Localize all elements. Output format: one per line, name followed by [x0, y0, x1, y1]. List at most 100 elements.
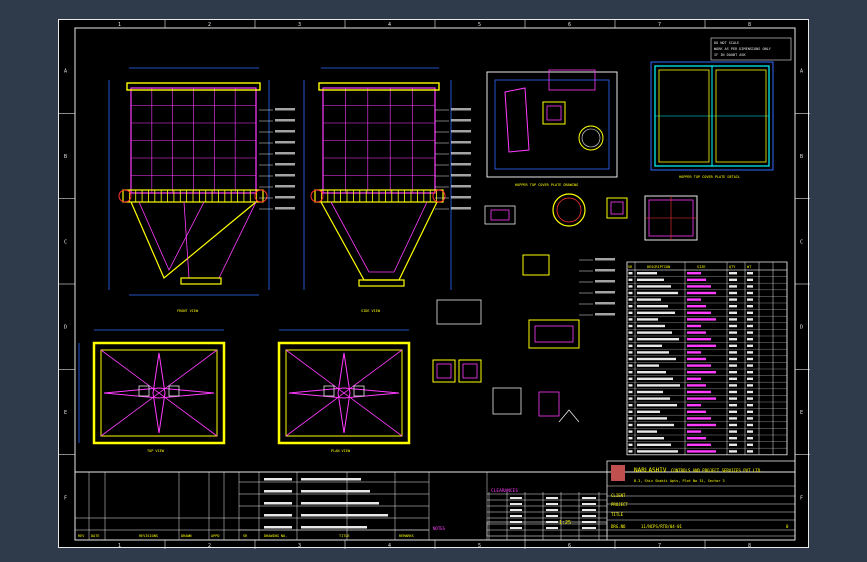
bom-cell-wt — [747, 364, 753, 367]
bom-cell-sr — [628, 443, 633, 446]
bom-cell-size — [687, 423, 716, 427]
bom-cell-qty — [729, 384, 737, 387]
zone-number-top: 3 — [298, 22, 301, 28]
front-view — [108, 67, 295, 296]
top-view-1 — [78, 329, 226, 445]
bom-cell-wt — [747, 357, 753, 361]
clearance-name — [510, 509, 522, 511]
bom-cell-qty — [729, 423, 737, 427]
cover-view-title: HOPPER TOP COVER PLATE DRAWING — [515, 183, 578, 187]
zone-number-bottom: 5 — [478, 543, 481, 549]
bom-cell-wt — [747, 397, 753, 400]
bom-cell-qty — [729, 291, 737, 295]
revisions-header: REV — [78, 534, 85, 538]
clearance-name — [510, 515, 522, 517]
reference-drawing-no — [264, 514, 292, 517]
bom-cell-size — [687, 364, 711, 367]
revisions-header: DATE — [91, 534, 99, 538]
clearance-sign — [546, 503, 558, 505]
bom-cell-size — [687, 404, 701, 407]
bom-cell-size — [687, 371, 716, 374]
bom-cell-wt — [747, 324, 753, 328]
reference-title — [301, 526, 367, 529]
zone-letter-right: A — [800, 69, 803, 75]
reference-drawing-no — [264, 502, 292, 505]
bom-cell-wt — [747, 430, 753, 433]
bom-cell-wt — [747, 384, 753, 387]
zone-number-top: 5 — [478, 22, 481, 28]
bom-cell-wt — [747, 272, 753, 275]
bom-cell-sr — [628, 404, 633, 407]
bom-header: WT — [747, 265, 752, 269]
company-address: B-3, Shiv Shakti Apts, Plot No 31, Secto… — [634, 479, 725, 483]
bom-cell-desc — [637, 344, 662, 347]
bom-cell-qty — [729, 417, 737, 420]
bom-cell-desc — [637, 278, 664, 281]
bom-cell-desc — [637, 430, 657, 433]
front-view-title: FRONT VIEW — [177, 309, 199, 313]
bom-cell-size — [687, 384, 706, 387]
bom-cell-qty — [729, 351, 737, 354]
bom-cell-sr — [628, 384, 633, 387]
reference-title — [301, 514, 388, 517]
bom-cell-desc — [637, 331, 672, 334]
bom-cell-wt — [747, 351, 753, 354]
bom-cell-qty — [729, 331, 737, 334]
do-not-scale-2: WORK AS PER DIMENSIONS ONLY — [714, 47, 772, 51]
company-name: NARLASHIV — [634, 467, 667, 474]
revisions-header: APPD — [211, 534, 219, 538]
notes-label: NOTES — [433, 526, 446, 531]
clearance-name — [510, 527, 522, 529]
scale-value: 1:25 — [559, 520, 571, 526]
zone-number-bottom: 4 — [388, 543, 391, 549]
detail-views — [432, 193, 698, 423]
bom-cell-sr — [628, 311, 633, 314]
reference-title — [301, 478, 361, 481]
bom-cell-size — [687, 351, 701, 354]
clearance-date — [582, 503, 596, 505]
clearance-sign — [546, 497, 558, 499]
bom-cell-qty — [729, 404, 737, 407]
zone-number-top: 6 — [568, 22, 571, 28]
project-label: PROJECT — [611, 502, 628, 507]
bom-cell-desc — [637, 364, 659, 367]
bom-cell-wt — [747, 410, 753, 413]
side-view — [303, 67, 471, 290]
bom-cell-desc — [637, 410, 660, 413]
bom-cell-size — [687, 285, 711, 288]
zone-letter-right: C — [800, 239, 803, 245]
clearance-name — [510, 503, 522, 505]
zone-number-top: 1 — [118, 22, 121, 28]
zone-number-bottom: 2 — [208, 543, 211, 549]
references-header: SR — [243, 534, 248, 538]
zone-letter-left: F — [64, 495, 67, 501]
bom-cell-qty — [729, 344, 737, 347]
bom-cell-desc — [637, 397, 670, 400]
clearance-date — [582, 521, 596, 523]
bom-cell-size — [687, 338, 711, 341]
bom-cell-size — [687, 390, 711, 394]
bom-cell-wt — [747, 417, 753, 420]
reference-drawing-no — [264, 478, 292, 481]
bom-cell-wt — [747, 443, 753, 446]
clearance-sign — [546, 515, 558, 517]
clearance-date — [582, 515, 596, 517]
bom-cell-size — [687, 298, 701, 301]
bom-cell-qty — [729, 338, 737, 341]
bom-cell-wt — [747, 338, 753, 341]
zone-number-top: 4 — [388, 22, 391, 28]
side-view-title: SIDE VIEW — [361, 309, 381, 313]
zone-letter-left: C — [64, 239, 67, 245]
bom-cell-sr — [628, 351, 633, 354]
bom-cell-size — [687, 430, 701, 433]
bom-cell-sr — [628, 417, 633, 420]
bom-cell-desc — [637, 404, 677, 407]
bom-cell-desc — [637, 371, 666, 374]
bom-cell-desc — [637, 423, 674, 427]
bom-cell-wt — [747, 291, 753, 295]
zone-letter-right: B — [800, 154, 803, 160]
clearance-name — [510, 521, 522, 523]
